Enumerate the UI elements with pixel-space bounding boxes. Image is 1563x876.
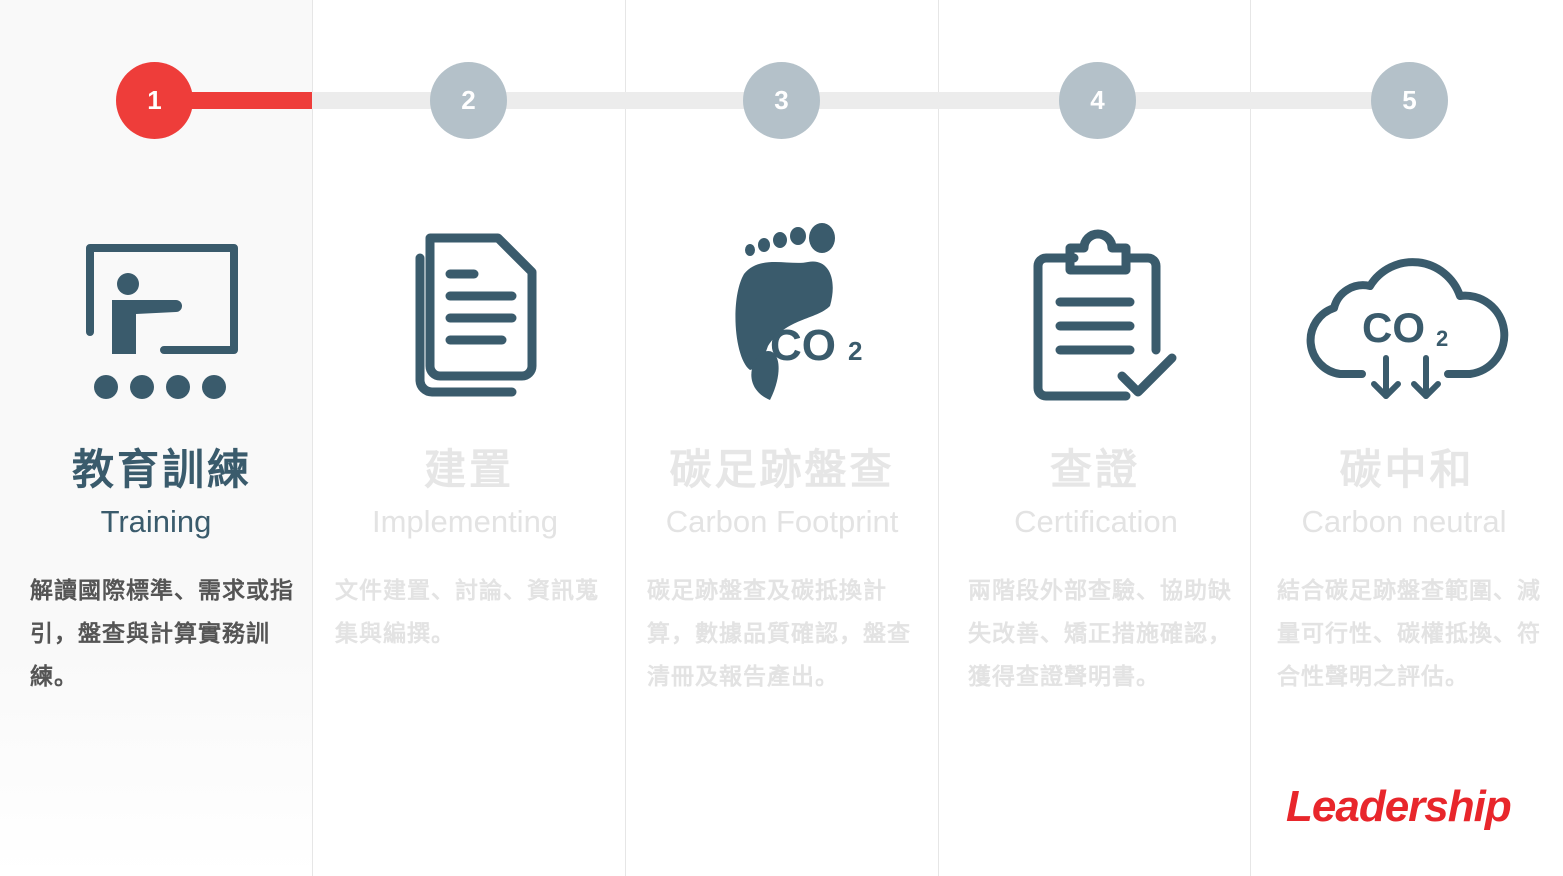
step-subtitle-3: Carbon Footprint: [665, 504, 899, 539]
svg-text:2: 2: [848, 336, 862, 366]
step-subtitle-5: Carbon neutral: [1301, 504, 1507, 539]
step-description-4: 兩階段外部查驗、協助缺失改善、矯正措施確認，獲得查證聲明書。: [968, 578, 1232, 690]
progress-track-fill: [154, 92, 312, 109]
step-column-3[interactable]: [626, 0, 939, 876]
step-circle-1[interactable]: 1: [116, 62, 193, 139]
step-title-1: 教育訓練: [71, 445, 252, 494]
step-circle-4[interactable]: 4: [1059, 62, 1136, 139]
step-circle-2[interactable]: 2: [430, 62, 507, 139]
step-description-3: 碳足跡盤查及碳抵換計算，數據品質確認，盤查清冊及報告產出。: [647, 578, 911, 690]
leadership-logo: Leadership: [1286, 782, 1512, 831]
step-title-2: 建置: [423, 445, 514, 494]
step-description-1: 解讀國際標準、需求或指引，盤查與計算實務訓練。: [30, 578, 294, 690]
step-column-1[interactable]: [0, 0, 313, 876]
svg-text:CO: CO: [770, 321, 836, 370]
step-column-4[interactable]: [939, 0, 1251, 876]
step-title-5: 碳中和: [1339, 445, 1475, 494]
step-column-2[interactable]: [313, 0, 626, 876]
documents-icon: [415, 233, 537, 397]
step-subtitle-2: Implementing: [371, 504, 559, 539]
step-title-4: 查證: [1049, 445, 1140, 494]
step-circle-3[interactable]: 3: [743, 62, 820, 139]
svg-text:CO: CO: [1362, 304, 1425, 351]
step-subtitle-1: Training: [100, 504, 212, 539]
step-description-5: 結合碳足跡盤查範圍、減量可行性、碳權抵換、符合性聲明之評估。: [1277, 578, 1541, 690]
clipboard-check-icon: [1033, 229, 1177, 401]
training-board-icon: [86, 244, 238, 399]
co2-footprint-icon: CO 2: [735, 223, 862, 400]
step-circle-5[interactable]: 5: [1371, 62, 1448, 139]
step-title-3: 碳足跡盤查: [669, 445, 895, 494]
svg-text:2: 2: [1436, 326, 1448, 351]
co2-cloud-icon: CO 2: [1306, 258, 1509, 399]
step-description-2: 文件建置、討論、資訊蒐集與編撰。: [335, 578, 599, 647]
step-subtitle-4: Certification: [1014, 504, 1178, 539]
